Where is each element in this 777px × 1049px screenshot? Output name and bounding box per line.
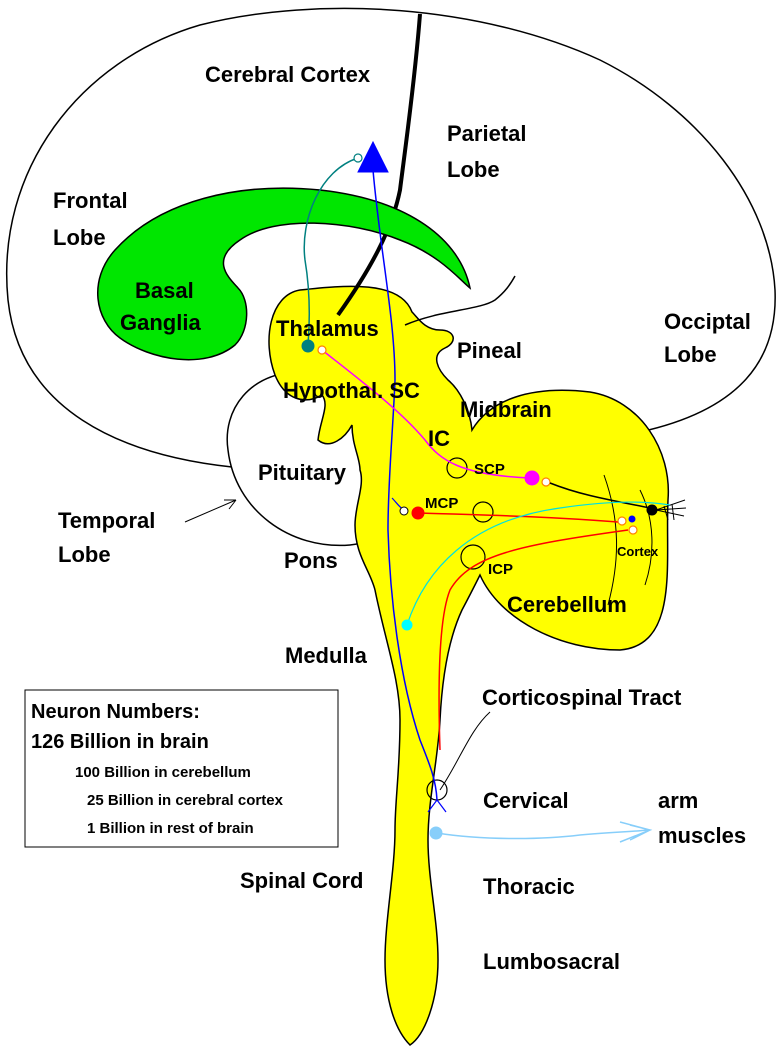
pons-terminal <box>400 507 408 515</box>
label-scp: SCP <box>474 461 505 478</box>
label-midbrain: Midbrain <box>460 397 552 422</box>
cortex-blue-dot <box>629 516 635 522</box>
temporal-arrow <box>185 500 236 522</box>
icp-terminal <box>629 526 637 534</box>
label-parietal-line1: Parietal <box>447 121 527 146</box>
label-cerebral-cortex: Cerebral Cortex <box>205 62 371 87</box>
scp-terminal <box>542 478 550 486</box>
dentate-neuron <box>525 471 539 485</box>
label-pituitary: Pituitary <box>258 460 347 485</box>
motor-neuron <box>430 827 442 839</box>
label-corticospinal: Corticospinal Tract <box>482 685 682 710</box>
neuron-box-line: 1 Billion in rest of brain <box>87 820 254 837</box>
label-cerebellum: Cerebellum <box>507 592 627 617</box>
corticospinal-pointer <box>440 712 490 790</box>
pontine-neuron <box>412 507 424 519</box>
inferior-olive-neuron <box>402 620 412 630</box>
thalamic-neuron-terminal <box>354 154 362 162</box>
label-cervical: Cervical <box>483 788 569 813</box>
label-occipital-line2: Lobe <box>664 342 717 367</box>
thalamic-neuron <box>302 340 314 352</box>
label-mcp: MCP <box>425 495 458 512</box>
label-temporal-line2: Lobe <box>58 542 111 567</box>
pyramidal-neuron-icon <box>358 142 388 172</box>
label-pons: Pons <box>284 548 338 573</box>
label-icp: ICP <box>488 561 513 578</box>
neuron-box-title: Neuron Numbers: <box>31 701 200 723</box>
label-basal-line1: Basal <box>135 278 194 303</box>
label-ic: IC <box>428 426 450 451</box>
label-thoracic: Thoracic <box>483 874 575 899</box>
label-arm-line2: muscles <box>658 823 746 848</box>
label-arm-line1: arm <box>658 788 698 813</box>
hypothal-neuron-terminal <box>318 346 326 354</box>
label-frontal-line2: Lobe <box>53 225 106 250</box>
label-pineal: Pineal <box>457 338 522 363</box>
neuron-box-line: 100 Billion in cerebellum <box>75 764 251 781</box>
parieto-occipital-sulcus <box>405 276 515 325</box>
label-parietal-line2: Lobe <box>447 157 500 182</box>
label-basal-line2: Ganglia <box>120 310 201 335</box>
neuron-box-total: 126 Billion in brain <box>31 731 209 753</box>
label-thalamus: Thalamus <box>276 316 379 341</box>
label-spinal-cord: Spinal Cord <box>240 868 363 893</box>
label-occipital-line1: Occiptal <box>664 309 751 334</box>
label-medulla: Medulla <box>285 643 368 668</box>
label-hypothal-sc: Hypothal. SC <box>283 378 420 403</box>
label-frontal-line1: Frontal <box>53 188 128 213</box>
purkinje-neuron <box>647 505 657 515</box>
label-lumbosacral: Lumbosacral <box>483 949 620 974</box>
mcp-terminal <box>618 517 626 525</box>
label-cortex: Cortex <box>617 544 659 559</box>
label-temporal-line1: Temporal <box>58 508 155 533</box>
motor-fiber <box>437 830 648 839</box>
neuron-box-line: 25 Billion in cerebral cortex <box>87 792 284 809</box>
